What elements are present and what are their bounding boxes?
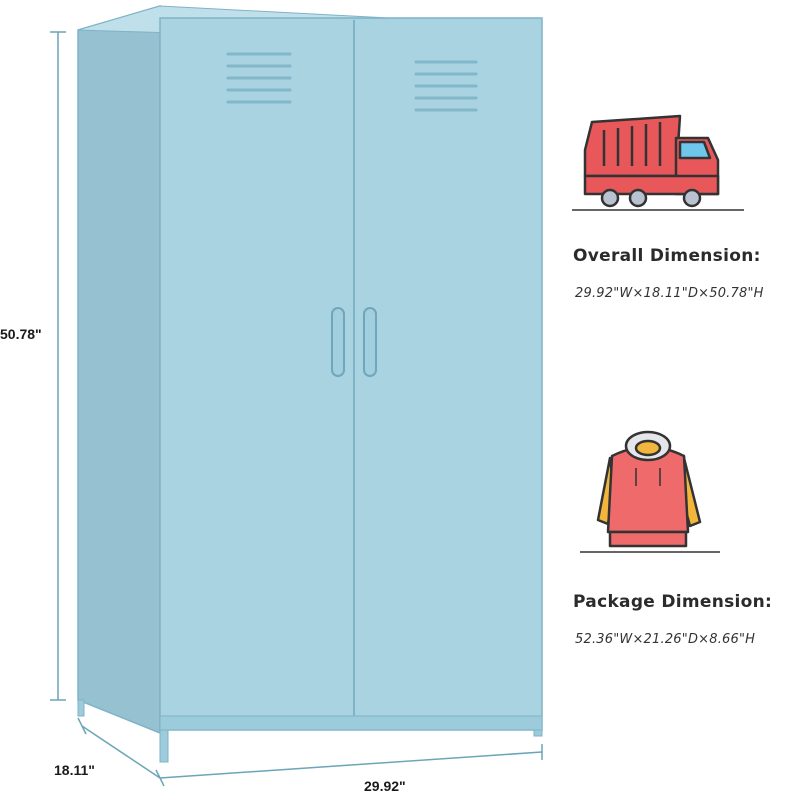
right-door-vents	[414, 60, 478, 112]
left-door-vents	[226, 52, 292, 104]
cabinet-front	[159, 17, 543, 731]
left-door-handle	[331, 307, 345, 377]
delivery-truck-icon	[572, 114, 744, 211]
right-door-handle	[363, 307, 377, 377]
package-dimension-title: Package Dimension:	[573, 592, 773, 612]
depth-dimension-line	[81, 725, 161, 779]
hoodie-clothing-icon	[580, 430, 720, 553]
cabinet-side-panel	[77, 4, 161, 735]
width-dimension-label: 29.92"	[364, 778, 406, 794]
cabinet-leg-front-right	[533, 729, 543, 737]
overall-dimension-title: Overall Dimension:	[573, 246, 761, 266]
height-dimension-label: 50.78"	[0, 326, 42, 342]
metal-wardrobe-cabinet	[77, 4, 543, 763]
dimension-lines	[50, 31, 543, 787]
cabinet-base	[159, 715, 543, 731]
cabinet-leg-front-left	[159, 729, 169, 763]
package-dimension-value: 52.36"W×21.26"D×8.66"H	[575, 632, 756, 647]
width-dimension-line	[159, 751, 543, 779]
overall-dimension-value: 29.92"W×18.11"D×50.78"H	[575, 286, 764, 301]
cabinet-leg-back-left	[77, 699, 85, 717]
depth-dimension-label: 18.11"	[54, 762, 95, 778]
